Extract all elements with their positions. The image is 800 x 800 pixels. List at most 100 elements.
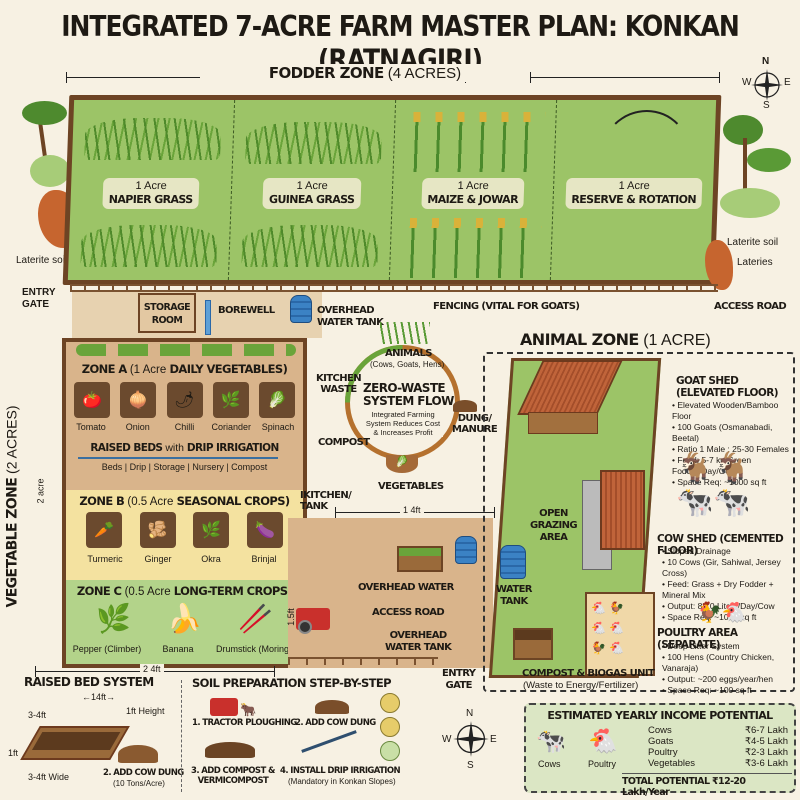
soil-step-4-sub: (Mandatory in Konkan Slopes) (288, 777, 396, 786)
coriander-bed-icon: 🌿 (212, 382, 249, 418)
chilli-bed-icon: 🌶 (166, 382, 203, 418)
goat-shed-title: GOAT SHED (ELEVATED FLOOR) (676, 375, 779, 399)
crop-label: Okra (201, 554, 221, 564)
access-road-label-middle: ACCESS ROAD (372, 607, 445, 618)
middle-top-dim: 1 4ft (400, 505, 424, 515)
compass-rose-icon (453, 721, 489, 757)
cow-shed-bullets: Sloped Drainage 10 Cows (Gir, Sahiwal, J… (662, 546, 800, 623)
poultry-bullets: Deep Litter System 100 Hens (Country Chi… (662, 641, 800, 696)
storage-room: STORAGE ROOM (138, 293, 196, 333)
cycle-animals-sub: (Cows, Goats, Hens) (370, 360, 445, 369)
bush-icon (30, 155, 70, 187)
onion-bed-icon: 🧅 (120, 382, 157, 418)
fodder-dimension-line-right (530, 72, 720, 83)
cycle-dung: DUNG/ MANURE (452, 413, 498, 435)
kitchen-tank-label: IKITCHEN/ TANK (300, 490, 352, 512)
entry-gate-label-top: ENTRY GATE (22, 287, 56, 310)
raised-bed-width-bottom: 3-4ft Wide (28, 772, 70, 782)
soil-step-1: 1. TRACTOR PLOUGHING (192, 718, 297, 728)
cycle-vegetables: VEGETABLES (378, 481, 444, 492)
zone-a: ZONE A (1 Acre DAILY VEGETABLES) 🍅 🧅 🌶 🌿… (66, 342, 303, 490)
laterite-soil-right (705, 240, 733, 290)
borewell-pipe-icon (205, 300, 211, 335)
income-poultry-label: Poultry (588, 759, 617, 769)
soil-prep-title: SOIL PREPARATION STEP-BY-STEP (192, 676, 392, 690)
entry-gate-label-bottom[interactable]: ENTRY GATE (442, 668, 476, 691)
fodder-zone-heading: FODDER ZONE (4 ACRES) (200, 64, 530, 82)
crop-label: Pepper (Climber) (72, 644, 142, 654)
vegetable-bottom-dim: 2 4ft (140, 664, 164, 674)
compass-w: W (742, 77, 752, 88)
drip-irrigation-title: RAISED BEDS with DRIP IRRIGATION (90, 442, 279, 454)
grass-icon (84, 118, 222, 160)
overhead-tank-label-top: OVERHEAD WATER TANK (317, 305, 384, 328)
water-tank-icon (455, 536, 477, 564)
vegetable-zone: ZONE A (1 Acre DAILY VEGETABLES) 🍅 🧅 🌶 🌿… (62, 338, 307, 668)
water-tank-label: WATER TANK (496, 584, 533, 607)
palm-leaves-icon (747, 148, 791, 172)
compass-e: E (784, 77, 791, 88)
bush-icon (720, 188, 780, 218)
income-row: Vegetables₹3-6 Lakh (648, 758, 788, 769)
fencing-label: FENCING (VITAL FOR GOATS) (433, 301, 580, 312)
compass-s: S (763, 100, 770, 111)
zero-waste-subtitle: Integrated Farming System Reduces Cost &… (363, 410, 443, 437)
divider-dashed (181, 680, 182, 792)
zone-a-features: Beds | Drip | Storage | Nursery | Compos… (101, 462, 268, 472)
palm-trunk-icon (743, 138, 747, 198)
page-title: INTEGRATED 7-ACRE FARM MASTER PLAN: KONK… (61, 9, 740, 77)
animal-zone-heading: ANIMAL ZONE (1 ACRE) (520, 330, 711, 349)
ginger-bed-icon: 🫚 (139, 512, 176, 548)
soil-step-2: 2. ADD COW DUNG (295, 718, 376, 728)
spinach-bed-icon: 🥬 (259, 382, 295, 418)
compost-biogas-unit-icon (513, 628, 553, 660)
palm-trees-left (20, 95, 75, 235)
tomato-bed-icon: 🍅 (74, 382, 110, 418)
cow-shed-roof-icon (600, 470, 645, 550)
income-row: Cows₹6-7 Lakh (648, 725, 788, 736)
vegetable-zone-side-label: VEGETABLE ZONE (2 ACRES) (3, 405, 21, 608)
crop-label: Coriander (211, 422, 252, 432)
pepper-icon: 🌿 (96, 603, 131, 634)
crop-label: Chilli (174, 422, 195, 432)
overhead-water-label: OVERHEAD WATER (358, 582, 454, 593)
crop-label: Drumstick (Moringa) (215, 644, 297, 654)
grass-icon (244, 122, 383, 164)
grass-icon (241, 225, 379, 267)
tractor-icon (296, 608, 330, 634)
poultry-pen: 🐔 🐓🐔 🐔🐓 🐔 (585, 592, 655, 676)
soil-step-4: 4. INSTALL DRIP IRRIGATION (280, 766, 401, 776)
hedge-icon (76, 344, 296, 356)
vegetable-side-dim: 2 acre (35, 478, 46, 504)
borewell-label: BOREWELL (218, 305, 275, 316)
income-total: TOTAL POTENTIAL ₹12-20 Lakh/Year (622, 776, 746, 798)
compost-unit-sub: (Waste to Energy/Fertilizer) (523, 680, 639, 691)
income-table: Cows₹6-7 Lakh Goats₹4-5 Lakh Poultry₹2-3… (648, 725, 788, 769)
dung-badge-icon (380, 717, 400, 737)
palm-trees-right (715, 100, 795, 230)
compost-pile-icon (205, 742, 255, 758)
hen-icons: 🐔 🐓🐔 🐔🐓 🐔 (591, 601, 625, 655)
crop-label: Onion (125, 422, 150, 432)
tractor-plough-icon (210, 698, 238, 716)
dung-pile-icon (118, 745, 158, 763)
hen-icon: 🐔 (588, 728, 618, 755)
raised-bed-icon (20, 726, 130, 760)
zero-waste-title: ZERO-WASTE SYSTEM FLOW (363, 381, 454, 408)
compost-unit-title: COMPOST & BIOGAS UNIT (522, 668, 655, 679)
raised-bed-step: 2. ADD COW DUNG (103, 768, 184, 778)
storage-badge-icon (380, 693, 400, 713)
manure-pile-icon (453, 400, 477, 412)
income-title: ESTIMATED YEARLY INCOME POTENTIAL (547, 709, 773, 722)
hen-pair-icon: 🐓🐔 (697, 602, 747, 624)
crop-label: Brinjal (251, 554, 277, 564)
drip-pipe-icon (78, 457, 278, 459)
irrigation-badge-icon (380, 741, 400, 761)
zone-c: ZONE C (0.5 Acre LONG-TERM CROPS) 🌿 🍌 🥢 … (66, 580, 303, 664)
water-tank-icon (500, 545, 526, 579)
